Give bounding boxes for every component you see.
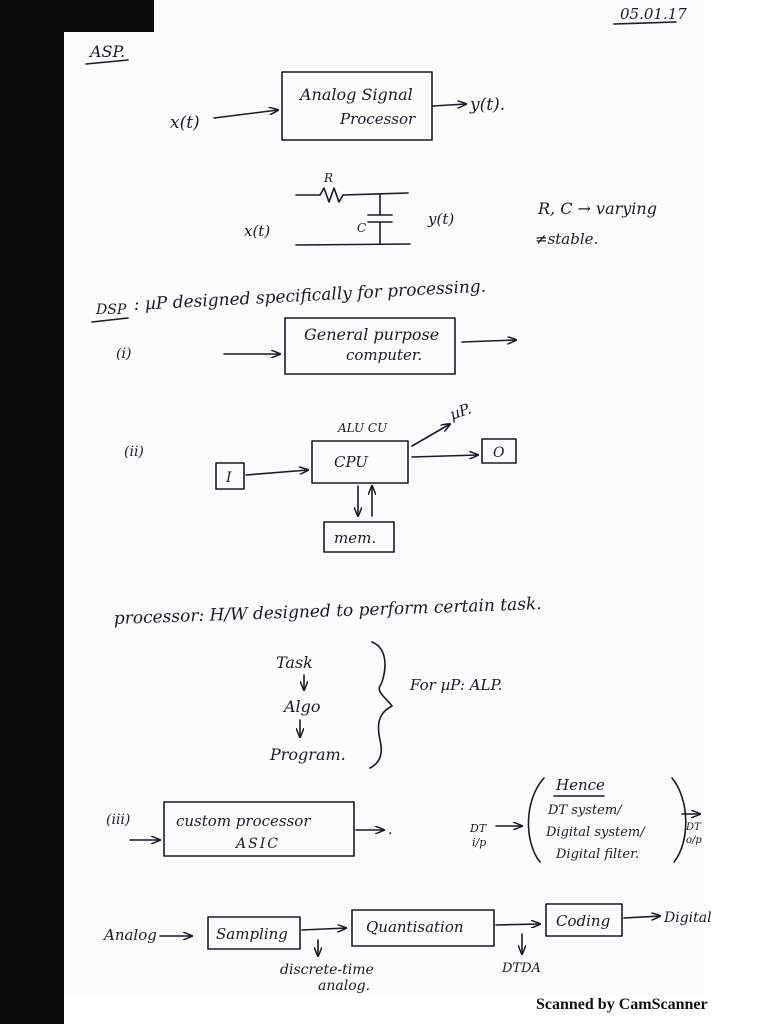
program-label: Program. [269,745,346,764]
processor-definition: processor: H/W designed to perform certa… [113,594,541,629]
dsp-i-output-arrow [461,340,516,342]
circuit-top-wire-right [342,192,409,196]
hence-right-paren [671,777,687,863]
circuit-bottom-wire [295,243,411,246]
dt-ip-line2: i/p [472,836,486,849]
iii-output-dot: . [388,822,392,838]
coding-label: Coding [556,912,610,930]
quantisation-block [351,909,495,947]
rc-note-line1: R, C → varying [537,199,657,218]
for-up-alp: For µP: ALP. [409,676,502,694]
dsp-i-block-line2: computer. [346,346,422,364]
asp-output-label: y(t). [469,95,505,115]
circuit-input-label: x(t) [244,222,270,240]
analog-signal-processor-block [281,71,433,141]
date-underline [613,21,677,25]
input-to-cpu-arrow [245,470,308,476]
output-block [481,438,517,464]
asp-heading-underline [85,59,129,65]
iii-label: (iii) [106,812,130,828]
chain-analog-label: Analog [102,926,157,944]
custom-processor-block [163,801,355,857]
iii-block-line1: custom processor [176,812,311,830]
general-purpose-computer-block [284,317,456,375]
mem-label: mem. [334,529,376,547]
date-text: 05.01.17 [620,5,687,23]
cpu-label: CPU [334,453,369,471]
handwritten-notes: 05.01.17 ASP. x(t) Analog Signal Process… [85,5,712,994]
rc-note-line2: ≠stable. [535,230,598,248]
alu-cu-label: ALU CU [337,421,388,435]
hence-left-paren [527,777,545,863]
sampling-to-quantisation-arrow [301,928,346,930]
asp-block-line2: Processor [339,110,416,128]
dt-analog-line1: discrete-time [280,962,374,978]
dsp-i-label: (i) [116,346,131,362]
scan-dark-edge-top [64,0,154,32]
resistor-label: R [323,171,333,185]
task-label: Task [276,653,313,672]
dsp-i-block-line1: General purpose [304,325,439,344]
dsp-definition: : µP designed specifically for processin… [133,277,486,315]
cpu-block [311,440,409,484]
dsp-heading-underline [91,317,129,323]
cpu-to-output-arrow [411,455,478,457]
capacitor-label: C [357,221,366,235]
hence-label: Hence [555,776,605,794]
scan-white-margin-right [704,0,768,995]
quantisation-label: Quantisation [366,918,464,936]
asp-input-label: x(t) [170,113,200,133]
algo-label: Algo [282,697,321,716]
input-block-label: I [225,470,232,486]
hence-item-1: DT system/ [547,803,623,818]
scanner-watermark: Scanned by CamScanner [536,996,708,1013]
asp-heading: ASP. [88,42,125,61]
dt-ip-line1: DT [469,822,488,835]
memory-block [323,521,395,553]
asp-output-arrow [432,104,466,106]
dsp-heading: DSP [95,302,127,318]
dt-analog-line2: analog. [318,978,370,994]
up-label: µP. [447,399,473,423]
coding-to-digital-arrow [623,916,660,918]
dt-op-line2: o/p [686,835,702,846]
input-block [215,462,245,490]
output-block-label: O [493,445,505,461]
circuit-output-label: y(t) [427,210,454,228]
resistor-symbol [319,187,344,203]
sampling-label: Sampling [216,925,288,943]
hence-item-3: Digital filter. [555,847,639,862]
dt-op-line1: DT [685,822,702,833]
dtda-label: DTDA [501,961,541,976]
scan-dark-edge-left [0,0,64,1024]
quantisation-to-coding-arrow [495,924,540,925]
asp-block-line1: Analog Signal [298,85,413,104]
chain-digital-label: Digital [663,910,712,926]
up-pointer-arrow [411,424,450,447]
asp-input-arrow [213,110,278,119]
grouping-brace [369,641,393,769]
sampling-block [207,916,301,950]
coding-block [545,903,623,937]
dsp-ii-label: (ii) [124,444,144,460]
hence-item-2: Digital system/ [545,825,646,840]
iii-block-line2: ASIC [234,836,280,852]
